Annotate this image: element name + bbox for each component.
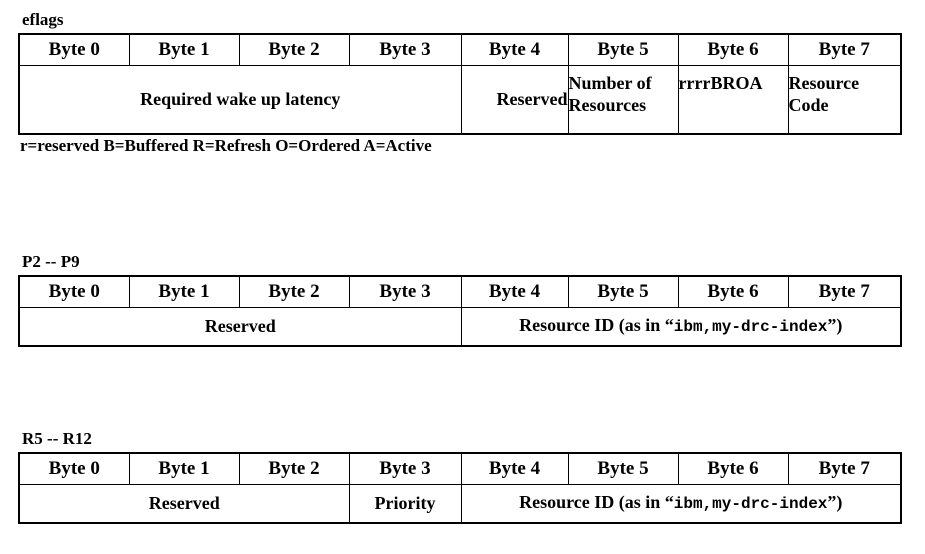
bitfield-table-eflags: Byte 0 Byte 1 Byte 2 Byte 3 Byte 4 Byte … xyxy=(18,33,902,135)
field-row: Reserved Resource ID (as in “ibm,my-drc-… xyxy=(18,307,902,346)
bitfield-table-p2-p9: Byte 0 Byte 1 Byte 2 Byte 3 Byte 4 Byte … xyxy=(18,275,902,347)
byte-header-cell-3: Byte 3 xyxy=(348,33,462,66)
byte-header-cell-6: Byte 6 xyxy=(677,452,789,485)
field-cell-rrrrbroa: rrrrBROA xyxy=(677,65,789,134)
byte-header-row: Byte 0 Byte 1 Byte 2 Byte 3 Byte 4 Byte … xyxy=(18,275,902,308)
byte-header-cell-1: Byte 1 xyxy=(128,33,240,66)
byte-header-cell-2: Byte 2 xyxy=(238,452,350,485)
byte-header-cell-7: Byte 7 xyxy=(787,275,902,308)
byte-header-cell-4: Byte 4 xyxy=(460,452,569,485)
field-cell-reserved: Reserved xyxy=(18,484,350,523)
section-r5-r12: R5 -- R12 Byte 0 Byte 1 Byte 2 Byte 3 By… xyxy=(0,429,925,524)
section-title-eflags: eflags xyxy=(22,10,64,29)
byte-header-cell-7: Byte 7 xyxy=(787,33,902,66)
byte-header-cell-2: Byte 2 xyxy=(238,33,350,66)
section-title-p2-p9: P2 -- P9 xyxy=(22,252,80,271)
field-cell-number-of-resources: Number of Resources xyxy=(567,65,679,134)
byte-header-cell-4: Byte 4 xyxy=(460,275,569,308)
byte-header-cell-1: Byte 1 xyxy=(128,452,240,485)
byte-header-cell-0: Byte 0 xyxy=(18,452,130,485)
byte-header-cell-6: Byte 6 xyxy=(677,33,789,66)
byte-header-cell-5: Byte 5 xyxy=(567,33,679,66)
resource-id-prefix: Resource ID (as in “ xyxy=(519,492,674,513)
field-cell-resource-id: Resource ID (as in “ibm,my-drc-index”) xyxy=(460,484,902,523)
byte-header-cell-7: Byte 7 xyxy=(787,452,902,485)
byte-header-cell-0: Byte 0 xyxy=(18,275,130,308)
bitfield-table-r5-r12: Byte 0 Byte 1 Byte 2 Byte 3 Byte 4 Byte … xyxy=(18,452,902,524)
resource-id-prefix: Resource ID (as in “ xyxy=(519,315,674,336)
byte-header-cell-3: Byte 3 xyxy=(348,275,462,308)
resource-id-suffix: ”) xyxy=(827,315,843,336)
section-title-r5-r12: R5 -- R12 xyxy=(22,429,92,448)
field-row: Reserved Priority Resource ID (as in “ib… xyxy=(18,484,902,523)
byte-header-cell-5: Byte 5 xyxy=(567,275,679,308)
field-cell-reserved: Reserved xyxy=(460,65,569,134)
resource-id-property-name: ibm,my-drc-index xyxy=(673,495,828,514)
byte-header-cell-1: Byte 1 xyxy=(128,275,240,308)
field-cell-reserved: Reserved xyxy=(18,307,462,346)
field-cell-priority: Priority xyxy=(348,484,462,523)
byte-header-cell-0: Byte 0 xyxy=(18,33,130,66)
byte-header-cell-6: Byte 6 xyxy=(677,275,789,308)
resource-id-property-name: ibm,my-drc-index xyxy=(673,318,828,337)
byte-header-cell-2: Byte 2 xyxy=(238,275,350,308)
section-eflags: eflags Byte 0 Byte 1 Byte 2 Byte 3 Byte … xyxy=(0,10,925,156)
field-row: Required wake up latency Reserved Number… xyxy=(18,65,902,134)
resource-id-suffix: ”) xyxy=(827,492,843,513)
byte-header-cell-5: Byte 5 xyxy=(567,452,679,485)
byte-header-cell-4: Byte 4 xyxy=(460,33,569,66)
section-p2-p9: P2 -- P9 Byte 0 Byte 1 Byte 2 Byte 3 Byt… xyxy=(0,252,925,347)
field-cell-resource-code: Resource Code xyxy=(787,65,902,134)
legend-eflags: r=reserved B=Buffered R=Refresh O=Ordere… xyxy=(20,135,432,155)
byte-header-row: Byte 0 Byte 1 Byte 2 Byte 3 Byte 4 Byte … xyxy=(18,33,902,66)
field-cell-required-wake-up-latency: Required wake up latency xyxy=(18,65,462,134)
byte-header-row: Byte 0 Byte 1 Byte 2 Byte 3 Byte 4 Byte … xyxy=(18,452,902,485)
byte-header-cell-3: Byte 3 xyxy=(348,452,462,485)
field-cell-resource-id: Resource ID (as in “ibm,my-drc-index”) xyxy=(460,307,902,346)
